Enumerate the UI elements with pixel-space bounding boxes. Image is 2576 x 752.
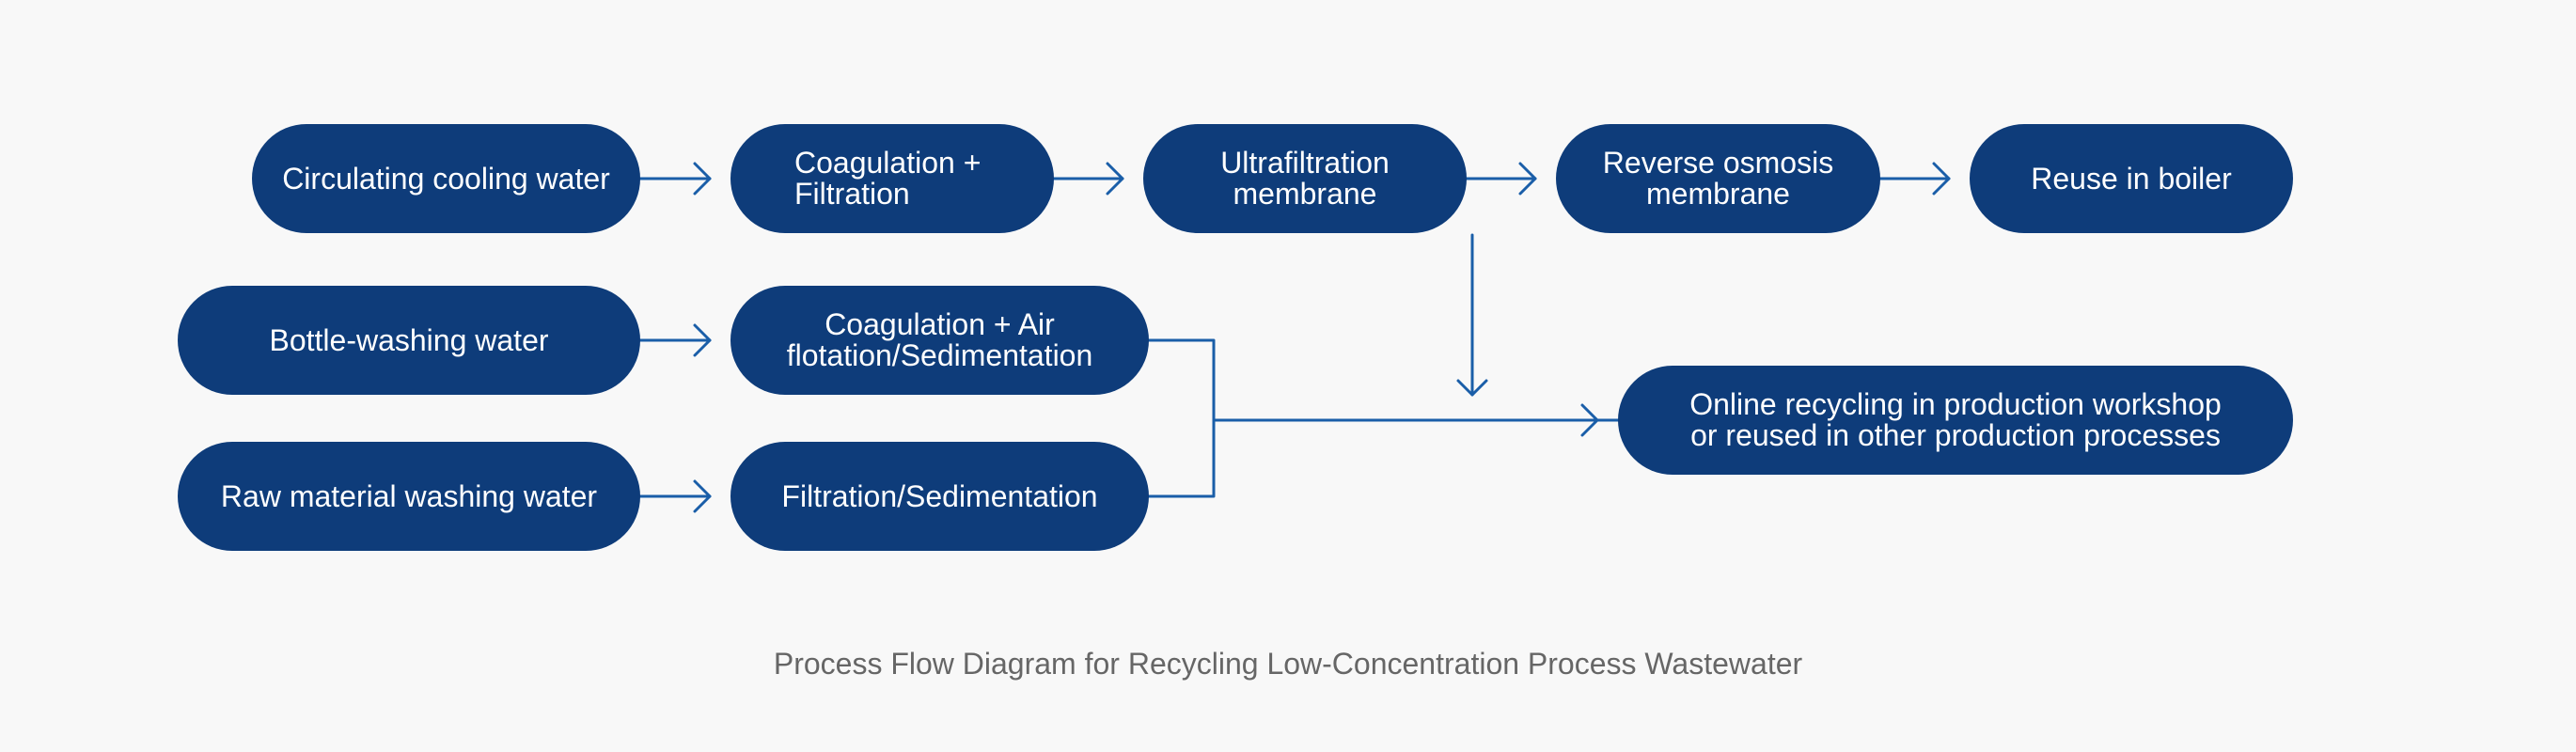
node-coagulation-filtration: Coagulation + Filtration [730,124,1054,233]
node-bottle-washing-water: Bottle-washing water [178,286,640,395]
arrow-reverse-osmosis-to-reuse-boiler [1878,162,1951,196]
node-reverse-osmosis-membrane-label: Reverse osmosis membrane [1602,146,1834,211]
node-filtration-sedimentation-label: Filtration/Sedimentation [781,478,1098,513]
arrow-ultrafiltration-to-reverse-osmosis [1465,162,1537,196]
node-ultrafiltration-membrane-label: Ultrafiltration membrane [1220,146,1390,211]
diagram-caption: Process Flow Diagram for Recycling Low-C… [773,647,1803,681]
arrow-raw-material-to-filtration-sed [638,479,712,513]
arrow-bottle-washing-to-coag-air [638,323,712,357]
node-bottle-washing-water-label: Bottle-washing water [269,322,549,357]
arrow-ultrafiltration-down [1456,233,1488,397]
node-filtration-sedimentation: Filtration/Sedimentation [730,442,1149,551]
node-coagulation-air-flotation-label: Coagulation + Air flotation/Sedimentatio… [786,307,1093,372]
node-reuse-in-boiler: Reuse in boiler [1970,124,2293,233]
arrow-circulating-to-coag-filtration [638,162,712,196]
arrow-coag-filtration-to-ultrafiltration [1052,162,1124,196]
node-ultrafiltration-membrane: Ultrafiltration membrane [1143,124,1467,233]
merge-bracket [1147,338,1679,498]
node-reuse-in-boiler-label: Reuse in boiler [2031,161,2232,196]
node-online-recycling-label: Online recycling in production workshop … [1689,387,2222,452]
node-online-recycling: Online recycling in production workshop … [1618,366,2293,475]
node-circulating-cooling-water: Circulating cooling water [252,124,640,233]
node-circulating-cooling-water-label: Circulating cooling water [282,161,610,196]
node-reverse-osmosis-membrane: Reverse osmosis membrane [1556,124,1880,233]
node-raw-material-washing-water-label: Raw material washing water [220,478,598,513]
node-coagulation-air-flotation: Coagulation + Air flotation/Sedimentatio… [730,286,1149,395]
node-coagulation-filtration-label: Coagulation + Filtration [794,146,982,211]
node-raw-material-washing-water: Raw material washing water [178,442,640,551]
